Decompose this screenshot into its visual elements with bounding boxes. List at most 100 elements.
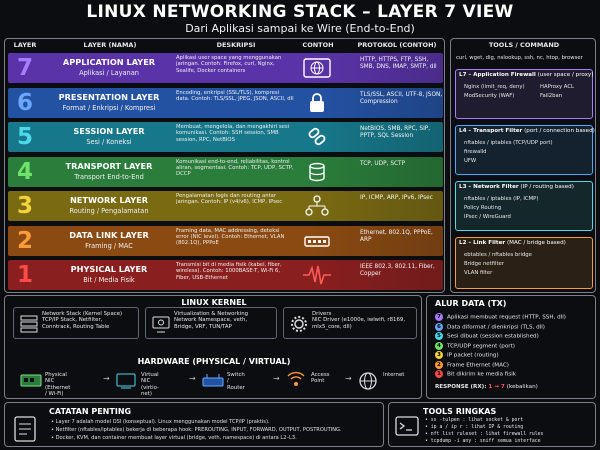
kernel-title: LINUX KERNEL <box>181 298 247 307</box>
command-item: • tcpdump -i any : sniff semua interface <box>425 439 541 444</box>
layer-number: 2 <box>16 227 33 254</box>
tool-item: VLAN filter <box>464 270 493 276</box>
kernel-card-line: Network Namespace, veth, <box>174 317 248 324</box>
tool-section-heading: L2 – Link Filter <box>459 240 506 246</box>
kernel-card-title: Drivers <box>312 311 332 317</box>
kernel-card-line: NIC Driver (e1000e, iwlwifi, r8169, <box>312 317 406 324</box>
switch-icon <box>298 230 336 252</box>
header-layer: LAYER <box>13 41 37 49</box>
tool-section-title: L3 – Network Filter (IP / routing based) <box>459 184 574 190</box>
arrow-right-icon: → <box>273 374 280 383</box>
hardware-item-sub: (Ethernet / Wi-Fi) <box>45 384 71 398</box>
layer-number: 3 <box>16 193 33 219</box>
tool-section-note: (MAC / bridge based) <box>506 240 566 246</box>
response-note: (kebalikan) <box>506 384 538 390</box>
kernel-panel: LINUX KERNEL Network Stack (Kernel Space… <box>4 295 422 399</box>
hardware-item-sub: (virtio-net) <box>141 384 159 398</box>
tool-section-heading: L4 – Transport Filter <box>459 128 523 134</box>
tool-section-title: L7 – Application Firewall (user space / … <box>459 72 593 78</box>
arrow-right-icon: → <box>103 374 110 383</box>
tools-top-commands: curl, wget, dig, nslookup, ssh, nc, htop… <box>456 55 583 61</box>
virtualization-icon <box>150 313 172 339</box>
notes-title: CATATAN PENTING <box>49 407 132 416</box>
layer-name: APPLICATION LAYER <box>62 57 156 67</box>
flow-step-number: 2 <box>435 360 443 369</box>
page-subtitle: Dari Aplikasi sampai ke Wire (End-to-End… <box>185 22 415 35</box>
layer-number: 7 <box>16 55 33 81</box>
header-tools: TOOLS / COMMAND <box>488 41 560 49</box>
router-icon <box>201 370 225 396</box>
nic-icon <box>19 370 43 396</box>
tool-section: L4 – Transport Filter (port / connection… <box>455 125 595 175</box>
command-item: • nft list ruleset : lihat firewall rule… <box>425 432 544 437</box>
commands-title: TOOLS RINGKAS <box>423 407 497 416</box>
layer-description: Aplikasi user space yang menggunakan jar… <box>176 55 282 74</box>
stack-icon <box>18 313 40 339</box>
tool-item: Fail2ban <box>540 93 563 99</box>
flow-step-number: 6 <box>435 322 443 331</box>
access-point-icon <box>285 370 309 396</box>
layer-description: Framing data, MAC addressing, deteksi er… <box>176 227 285 247</box>
tool-item: IPsec / WireGuard <box>464 214 511 220</box>
layer-subtitle: Routing / Pengalamatan <box>69 207 149 215</box>
flow-step-number: 4 <box>435 341 443 350</box>
hardware-item-label: Access <box>311 372 330 378</box>
layer-protocols: IP, ICMP, ARP, IPv6, IPsec <box>360 195 433 201</box>
note-item: • Netfilter (nftables/iptables) bekerja … <box>51 427 342 433</box>
arrow-right-icon: → <box>345 374 352 383</box>
layer-description: Komunikasi end-to-end, reliabilitas, kon… <box>176 158 294 178</box>
layers-table: LAYER LAYER (NAMA) DESKRIPSI CONTOH PROT… <box>4 38 445 293</box>
layer-description: Encoding, enkripsi (SSL/TLS), kompresi d… <box>176 89 294 102</box>
layer-description: Membuat, mengelola, dan mengakhiri sesi … <box>176 124 290 143</box>
arrow-right-icon: → <box>189 374 196 383</box>
header-example: CONTOH <box>302 41 334 49</box>
tool-item: ModSecurity (WAF) <box>464 93 515 99</box>
flow-step-number: 7 <box>435 313 443 321</box>
tool-section: L3 – Network Filter (IP / routing based)… <box>455 181 593 231</box>
terminal-icon <box>395 416 419 436</box>
link-icon <box>298 126 336 148</box>
tool-section-title: L4 – Transport Filter (port / connection… <box>459 128 595 134</box>
flow-step-text: Data diformat / dienkripsi (TLS, dll) <box>447 324 545 330</box>
layer-protocols: HTTP, HTTPS, FTP, SSH, SMB, DNS, IMAP, S… <box>360 57 437 71</box>
globe-icon <box>298 57 336 79</box>
response-row: RESPONSE (RX): 1 → 7 (kebalikan) <box>435 384 538 390</box>
tool-item: ebtables / nftables bridge <box>464 252 532 258</box>
layer-number: 5 <box>16 124 33 150</box>
layer-protocols: NetBIOS, SMB, RPC, SIP, PPTP, SQL Sessio… <box>360 126 431 140</box>
response-label: RESPONSE (RX): <box>435 384 487 390</box>
waveform-icon <box>298 264 336 286</box>
layer-name: PRESENTATION LAYER <box>58 91 160 102</box>
layer-protocols: TCP, UDP, SCTP <box>360 160 406 167</box>
flow-step-number: 3 <box>435 351 443 359</box>
database-icon <box>298 161 336 183</box>
tool-item: UFW <box>464 158 477 164</box>
header-description: DESKRIPSI <box>216 41 256 49</box>
virtual-nic-icon <box>115 370 139 396</box>
layer-name: SESSION LAYER <box>73 126 145 136</box>
kernel-card-line: mlx5_core, dll) <box>312 323 352 330</box>
layer-subtitle: Aplikasi / Layanan <box>79 69 139 77</box>
kernel-card-line: Conntrack, Routing Table <box>42 323 110 330</box>
commands-panel: TOOLS RINGKAS • ss -tulpen : lihat socke… <box>388 402 596 447</box>
flow-step-text: Sesi dibuat (session established) <box>447 333 539 340</box>
tools-panel: TOOLS / COMMAND curl, wget, dig, nslooku… <box>450 38 596 293</box>
layer-protocols: Ethernet, 802.1Q, PPPoE, ARP <box>360 229 433 243</box>
lock-icon <box>298 92 336 114</box>
network-icon <box>298 195 336 217</box>
note-item: • Layer 7 adalah model OSI (konseptual).… <box>51 419 270 425</box>
kernel-card: Network Stack (Kernel Space)TCP/IP Stack… <box>13 307 139 339</box>
hardware-item-sub: Point <box>311 378 325 385</box>
flow-step-text: Frame Ethernet (MAC) <box>447 362 509 368</box>
kernel-card-text: Network Stack (Kernel Space)TCP/IP Stack… <box>42 311 122 330</box>
tool-section-title: L2 – Link Filter (MAC / bridge based) <box>459 240 566 246</box>
layer-subtitle: Sesi / Koneksi <box>86 138 132 146</box>
page-title: LINUX NETWORKING STACK – LAYER 7 VIEW <box>86 2 514 22</box>
